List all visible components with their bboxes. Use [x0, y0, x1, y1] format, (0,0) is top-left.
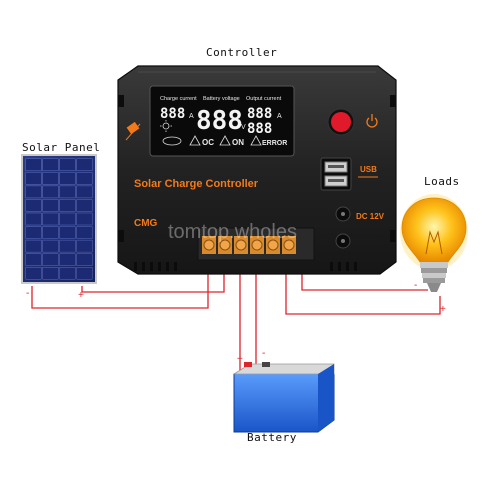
wire-solar-minus — [31, 258, 209, 309]
watermark: tomtop.wholes — [168, 221, 297, 243]
solar-cell — [42, 172, 59, 185]
usb-ports[interactable] — [320, 157, 352, 191]
solar-minus-sign: - — [26, 288, 29, 299]
solar-cell — [25, 267, 42, 280]
solar-cell — [59, 212, 76, 226]
warning-icon — [189, 135, 201, 146]
solar-cell — [25, 185, 42, 199]
usb-label: USB — [360, 165, 377, 174]
solar-cell — [76, 226, 93, 239]
solar-cell — [42, 158, 59, 172]
power-icon — [366, 114, 378, 128]
solar-cell — [76, 253, 93, 266]
solar-cell — [59, 239, 76, 253]
battery-status-icon — [162, 136, 182, 146]
solar-cell — [59, 185, 76, 199]
loads-label: Loads — [424, 175, 460, 188]
solar-cell — [59, 199, 76, 212]
wire-load-minus — [285, 258, 441, 315]
solar-cell — [42, 185, 59, 199]
lcd-digits-right-2: 888 — [247, 121, 272, 137]
battery-plus-sign: + — [237, 354, 243, 365]
solar-cells — [25, 158, 93, 280]
battery: + - — [232, 348, 335, 433]
badge-on: ON — [232, 138, 244, 147]
battery-label: Battery — [247, 431, 297, 444]
controller-device: Charge current Battery voltage Output cu… — [117, 65, 397, 275]
device-title: Solar Charge Controller — [134, 178, 259, 190]
device-brand: CMG — [134, 218, 158, 229]
solar-cell — [59, 267, 76, 280]
solar-cell — [42, 199, 59, 212]
solar-cell — [25, 199, 42, 212]
battery-minus-sign: - — [262, 348, 265, 359]
solar-cell — [76, 239, 93, 253]
solar-cell — [25, 212, 42, 226]
lcd-unit-left: A — [189, 113, 194, 120]
solar-cell — [76, 158, 93, 172]
lcd-digits-right: 888 — [247, 106, 272, 122]
solar-cell — [25, 239, 42, 253]
badge-error: ERROR — [262, 140, 287, 147]
solar-cell — [42, 226, 59, 239]
lcd-digits-left: 888 — [160, 106, 185, 122]
load-minus-sign: - — [414, 280, 417, 291]
lcd-digits-center: 888 — [196, 106, 243, 136]
solar-cell — [76, 172, 93, 185]
solar-cell — [59, 253, 76, 266]
lcd-unit-center: V — [241, 124, 246, 131]
solar-cell — [59, 226, 76, 239]
solar-panel-label: Solar Panel — [22, 141, 101, 154]
vents — [134, 262, 357, 271]
solar-panel: - + — [21, 154, 97, 301]
lcd-unit-right: A — [277, 113, 282, 120]
solar-cell — [42, 267, 59, 280]
badge-oc: OC — [202, 138, 214, 147]
lcd-screen — [149, 85, 295, 157]
warning-icon-2 — [219, 135, 231, 146]
solar-cell — [25, 172, 42, 185]
solar-cell — [42, 253, 59, 266]
solar-cell — [76, 212, 93, 226]
solar-cell — [42, 239, 59, 253]
solar-cell — [76, 199, 93, 212]
solar-cell — [59, 172, 76, 185]
solar-cell — [25, 158, 42, 172]
sun-icon — [160, 120, 172, 132]
lcd-header-charge: Charge current — [160, 96, 197, 102]
controller-label: Controller — [206, 46, 278, 59]
warning-icon-3 — [250, 135, 262, 146]
load-plus-sign: + — [440, 304, 446, 315]
solar-panel-mini-icon — [125, 121, 141, 141]
solar-cell — [42, 212, 59, 226]
solar-cell — [25, 253, 42, 266]
solar-plus-sign: + — [78, 290, 84, 301]
lcd-header-battery: Battery voltage — [203, 96, 240, 102]
dc-label: DC 12V — [356, 212, 385, 221]
light-bulb: + - — [400, 194, 468, 315]
terminals — [202, 236, 296, 254]
solar-cell — [76, 267, 93, 280]
solar-cell — [76, 185, 93, 199]
lcd-header-output: Output current — [246, 96, 282, 102]
wire-solar-plus — [81, 258, 225, 293]
solar-cell — [25, 226, 42, 239]
solar-cell — [59, 158, 76, 172]
